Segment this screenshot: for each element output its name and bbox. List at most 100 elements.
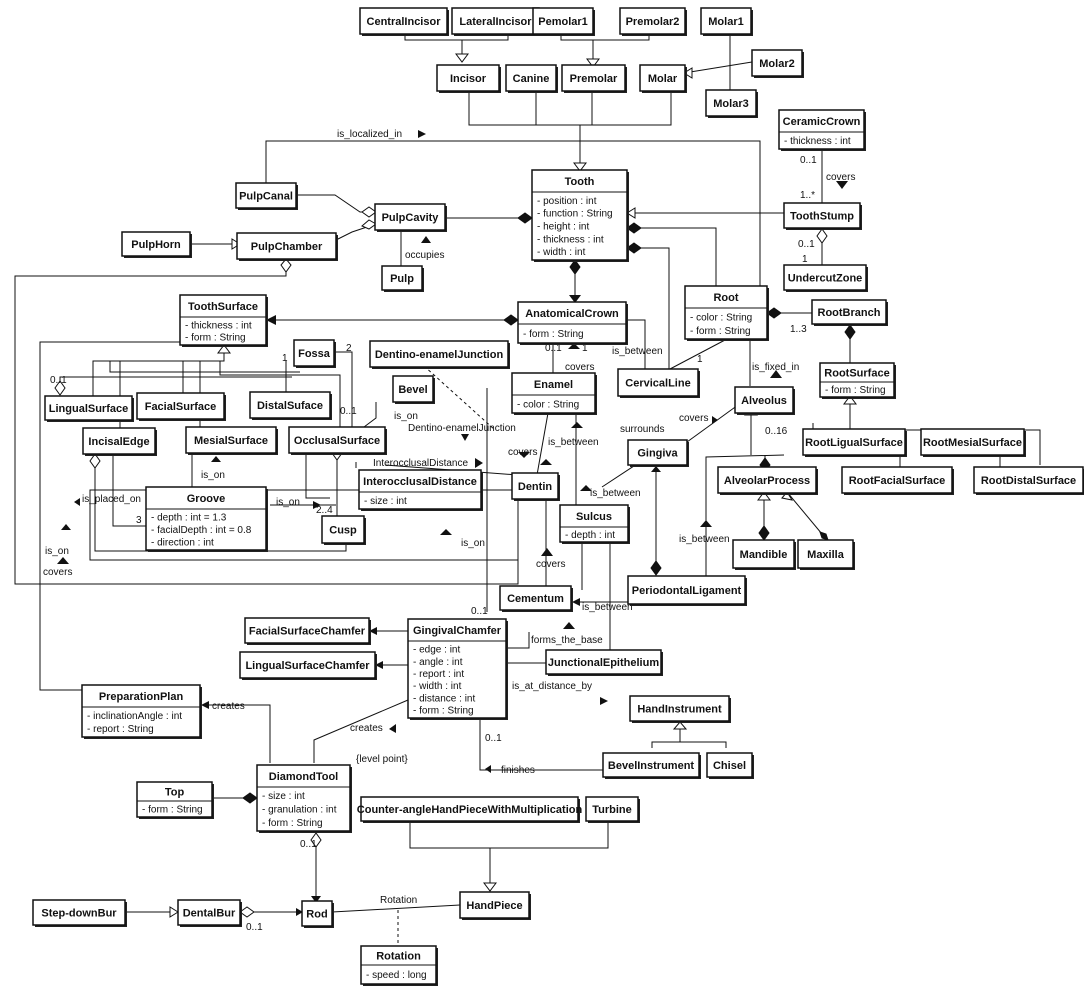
label-multiplicity: 0..1 — [300, 839, 317, 850]
label-level-point: {level point} — [356, 754, 408, 765]
class-name: PeriodontalLigament — [632, 585, 742, 597]
class-attribute: - depth : int — [565, 530, 615, 541]
class-box — [301, 900, 333, 927]
class-name: PulpChamber — [251, 241, 323, 253]
class-box — [797, 539, 854, 569]
class-name: ToothStump — [790, 211, 854, 223]
class-box — [236, 232, 337, 260]
class-interocclusaldistance: InterocclusalDistance- size : int — [358, 469, 483, 511]
class-top: Top- form : String — [136, 781, 214, 819]
class-attribute: - width : int — [537, 247, 586, 258]
label-multiplicity: 0..1 — [545, 343, 562, 354]
class-attribute: - size : int — [262, 791, 305, 802]
class-box — [288, 426, 386, 454]
class-name: ToothSurface — [188, 301, 258, 313]
class-name: Molar3 — [713, 98, 748, 110]
class-diamondtool: DiamondTool- size : int- granulation : i… — [256, 764, 352, 833]
class-attribute: - inclinationAngle : int — [87, 711, 182, 722]
class-name: RootBranch — [818, 307, 881, 319]
class-name: DentalBur — [183, 908, 236, 920]
class-name: Dentino-enamelJunction — [375, 349, 504, 361]
class-dentalbur: DentalBur — [177, 899, 242, 927]
class-toothstump: ToothStump — [783, 202, 862, 230]
class-pulphorn: PulpHorn — [121, 231, 192, 258]
class-box — [511, 372, 596, 414]
class-name: OcclusalSurface — [294, 435, 380, 447]
class-ceramiccrown: CeramicCrown- thickness : int — [778, 109, 866, 151]
class-alveolus: Alveolus — [734, 386, 795, 415]
class-sulcus: Sulcus- depth : int — [559, 504, 630, 544]
label-multiplicity: 0..1 — [471, 606, 488, 617]
class-name: Molar — [648, 73, 678, 85]
class-name: AlveolarProcess — [724, 475, 810, 487]
class-box — [369, 340, 509, 368]
class-name: DiamondTool — [269, 771, 338, 783]
class-turbine: Turbine — [585, 796, 640, 823]
class-box — [734, 386, 794, 414]
class-name: MesialSurface — [194, 435, 268, 447]
class-attribute: - report : int — [413, 669, 464, 680]
class-box — [585, 796, 639, 822]
class-name: JunctionalEpithelium — [548, 657, 659, 669]
class-gingivalchamfer: GingivalChamfer- edge : int- angle : int… — [407, 618, 508, 720]
label-is-on: is_on — [201, 470, 225, 481]
class-box — [293, 339, 335, 367]
class-name: FacialSurface — [145, 401, 217, 413]
label-creates: creates — [212, 701, 245, 712]
class-name: Enamel — [534, 379, 573, 391]
class-rotation: Rotation- speed : long — [360, 945, 438, 986]
class-name: Rod — [306, 909, 327, 921]
class-box — [436, 64, 500, 92]
class-box — [121, 231, 191, 257]
label-is-between: is_between — [582, 602, 633, 613]
class-molar1: Molar1 — [700, 7, 753, 36]
label-is-on: is_on — [461, 538, 485, 549]
class-name: IncisalEdge — [88, 436, 149, 448]
class-attribute: - thickness : int — [185, 321, 252, 332]
class-box — [177, 899, 241, 926]
class-lingualsurface: LingualSurface — [44, 395, 134, 422]
class-pulpcanal: PulpCanal — [235, 182, 298, 210]
class-attribute: - depth : int = 1.3 — [151, 513, 227, 524]
class-lingualsurfacechamfer: LingualSurfaceChamfer — [239, 651, 377, 680]
class-name: CervicalLine — [625, 378, 690, 390]
label-multiplicity: 0..1 — [798, 239, 815, 250]
class-cervicalline: CervicalLine — [617, 368, 700, 398]
class-fossa: Fossa — [293, 339, 336, 368]
class-box — [82, 427, 156, 455]
label-multiplicity: 3 — [136, 515, 142, 526]
class-box — [136, 781, 213, 818]
class-bevelinstrument: BevelInstrument — [602, 752, 701, 779]
class-box — [639, 64, 686, 92]
label-is-between: is_between — [679, 534, 730, 545]
class-name: RootSurface — [824, 368, 889, 380]
class-name: Alveolus — [741, 395, 787, 407]
class-box — [811, 299, 887, 325]
class-name: InterocclusalDistance — [363, 476, 477, 488]
class-name: CentralIncisor — [367, 16, 442, 28]
class-facialsurfacechamfer: FacialSurfaceChamfer — [244, 617, 371, 645]
class-name: Groove — [187, 493, 226, 505]
class-box — [239, 651, 376, 679]
class-name: Mandible — [740, 549, 788, 561]
class-box — [545, 649, 662, 675]
class-name: LingualSurfaceChamfer — [245, 660, 370, 672]
class-box — [360, 796, 579, 822]
label-multiplicity: 1..* — [800, 190, 815, 201]
class-name: CeramicCrown — [783, 116, 861, 128]
class-name: Pulp — [390, 273, 414, 285]
class-box — [392, 375, 434, 403]
class-box — [244, 617, 370, 644]
label-occupies: occupies — [405, 250, 444, 261]
class-name: Pemolar1 — [538, 16, 588, 28]
class-distalsuface: DistalSuface — [249, 391, 332, 420]
label-is-placed-on: is_placed_on — [82, 494, 141, 505]
label-multiplicity: 2 — [346, 343, 352, 354]
label-multiplicity: 0..1 — [50, 375, 67, 386]
label-multiplicity: 1 — [582, 343, 588, 354]
class-box — [185, 426, 277, 454]
class-molar3: Molar3 — [705, 89, 758, 118]
class-molar: Molar — [639, 64, 687, 93]
class-attribute: - form : String — [262, 818, 323, 829]
